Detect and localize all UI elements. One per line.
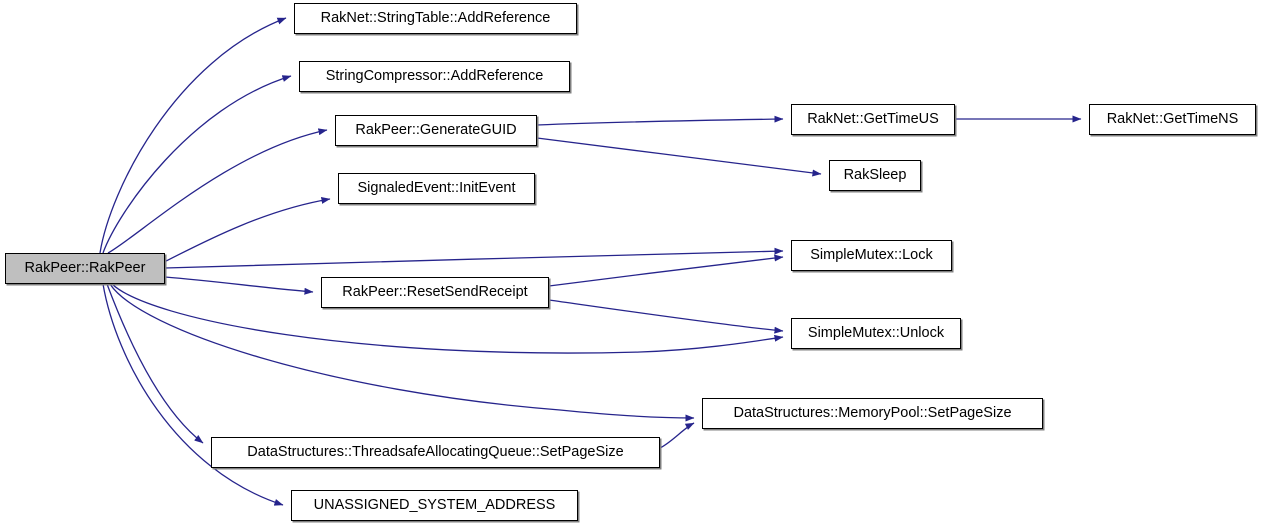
graph-node-initevent[interactable]: SignaledEvent::InitEvent: [338, 173, 535, 204]
graph-node-label: SimpleMutex::Unlock: [807, 325, 945, 342]
call-edge-tsaq-to-mempool: [659, 422, 695, 449]
call-edge-rakpeer-to-stringtable: [99, 17, 287, 254]
graph-node-resetsend[interactable]: RakPeer::ResetSendReceipt: [321, 277, 549, 308]
graph-node-label: RakNet::GetTimeNS: [1106, 111, 1239, 128]
graph-node-generateguid[interactable]: RakPeer::GenerateGUID: [335, 115, 537, 146]
graph-node-label: RakNet::GetTimeUS: [807, 111, 939, 128]
call-edge-rakpeer-to-resetsend: [164, 276, 314, 295]
graph-node-label: RakPeer::RakPeer: [24, 260, 146, 277]
call-edge-resetsend-to-lock: [548, 254, 784, 287]
graph-node-label: SignaledEvent::InitEvent: [357, 180, 516, 197]
graph-node-label: DataStructures::MemoryPool::SetPageSize: [733, 405, 1012, 422]
graph-node-strcompress[interactable]: StringCompressor::AddReference: [299, 61, 570, 92]
graph-node-gettimens[interactable]: RakNet::GetTimeNS: [1089, 104, 1256, 135]
graph-node-label: RakPeer::GenerateGUID: [355, 122, 517, 139]
call-edge-rakpeer-to-strcompress: [102, 75, 292, 254]
call-edge-generateguid-to-raksleep: [536, 137, 822, 177]
graph-node-label: RakNet::StringTable::AddReference: [320, 10, 551, 27]
graph-node-gettimeus[interactable]: RakNet::GetTimeUS: [791, 104, 955, 135]
graph-node-label: StringCompressor::AddReference: [325, 68, 544, 85]
call-edge-rakpeer-to-generateguid: [107, 128, 328, 254]
call-edge-rakpeer-to-lock: [164, 247, 784, 269]
graph-node-lock[interactable]: SimpleMutex::Lock: [791, 240, 952, 271]
graph-node-label: DataStructures::ThreadsafeAllocatingQueu…: [247, 444, 624, 461]
call-edge-generateguid-to-gettimeus: [536, 115, 784, 126]
graph-node-label: UNASSIGNED_SYSTEM_ADDRESS: [313, 497, 556, 514]
graph-node-mempool[interactable]: DataStructures::MemoryPool::SetPageSize: [702, 398, 1043, 429]
call-edge-rakpeer-to-unassigned: [102, 283, 284, 506]
graph-node-unassigned[interactable]: UNASSIGNED_SYSTEM_ADDRESS: [291, 490, 578, 521]
graph-node-stringtable[interactable]: RakNet::StringTable::AddReference: [294, 3, 577, 34]
graph-node-label: RakSleep: [843, 167, 907, 184]
graph-node-unlock[interactable]: SimpleMutex::Unlock: [791, 318, 961, 349]
graph-node-rakpeer[interactable]: RakPeer::RakPeer: [5, 253, 165, 284]
graph-node-label: RakPeer::ResetSendReceipt: [342, 284, 528, 301]
graph-node-label: SimpleMutex::Lock: [810, 247, 933, 264]
call-edge-rakpeer-to-tsaq: [106, 283, 204, 444]
call-edge-resetsend-to-unlock: [548, 299, 784, 334]
graph-node-raksleep[interactable]: RakSleep: [829, 160, 921, 191]
graph-node-tsaq[interactable]: DataStructures::ThreadsafeAllocatingQueu…: [211, 437, 660, 468]
